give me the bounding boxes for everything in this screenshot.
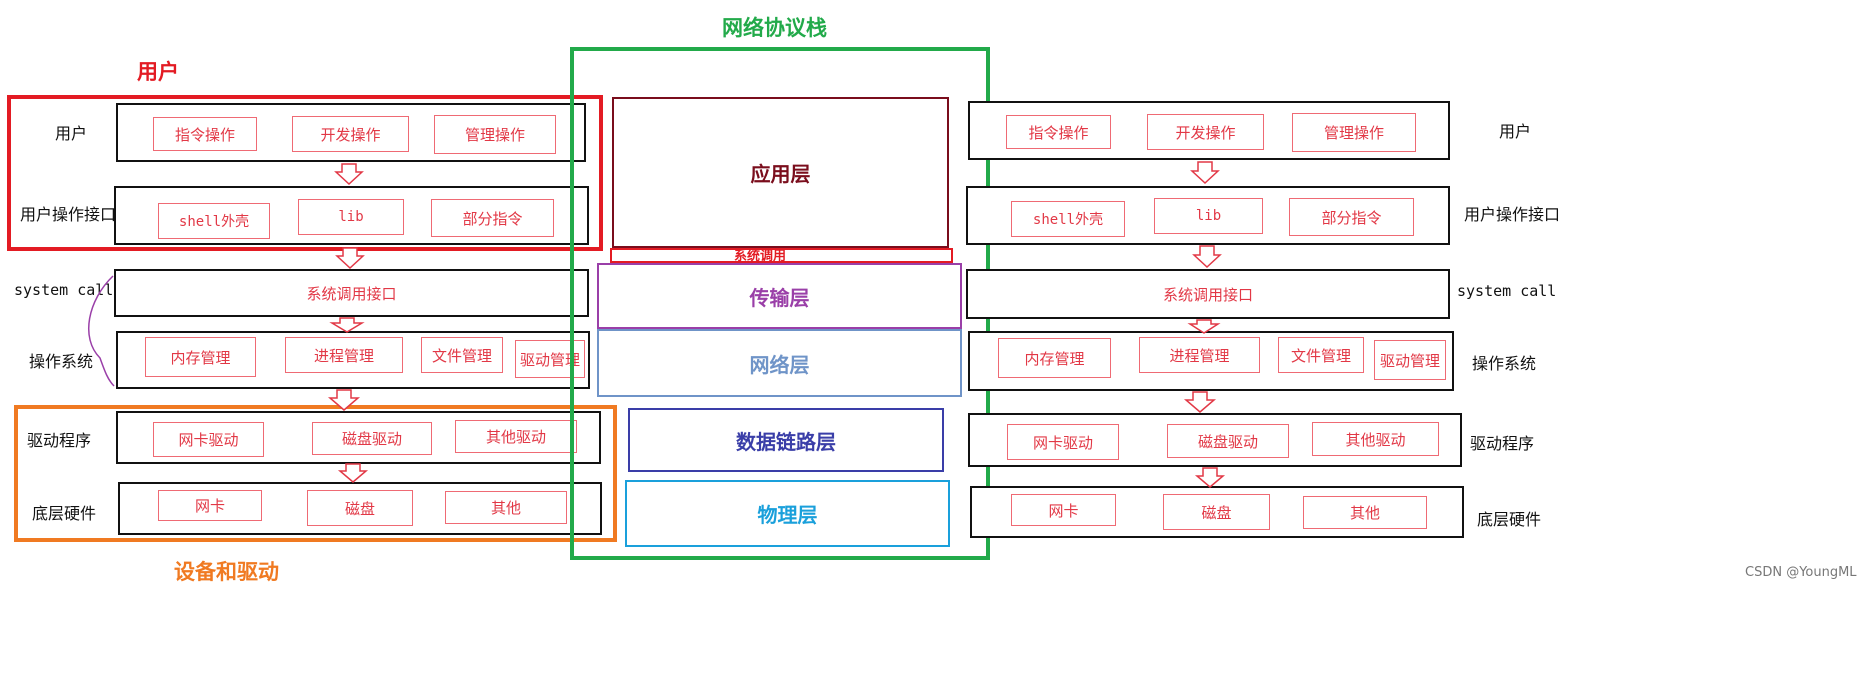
right-pill-shell: shell外壳	[1011, 201, 1125, 237]
right-pill-develop: 开发操作	[1147, 114, 1264, 150]
right-label-driver: 驱动程序	[1470, 434, 1535, 453]
right-pill-command: 指令操作	[1006, 115, 1111, 149]
arrow-down-icon	[1187, 319, 1221, 334]
left-label-driver: 驱动程序	[27, 431, 92, 450]
left-pill-other: 其他	[445, 491, 567, 524]
arrow-down-icon	[334, 163, 364, 186]
stack-syscall-layer	[610, 248, 953, 263]
right-pill-lib: lib	[1154, 198, 1263, 234]
arrow-down-icon	[1194, 467, 1226, 488]
right-pill-partial-cmd: 部分指令	[1289, 198, 1414, 236]
left-os-stack: 用户 用户 指令操作 开发操作 管理操作 用户操作接口 shell外壳 lib …	[0, 0, 620, 694]
right-pill-process: 进程管理	[1139, 337, 1260, 373]
left-pill-manage: 管理操作	[434, 115, 556, 154]
right-pill-manage: 管理操作	[1292, 113, 1416, 152]
right-label-user-interface: 用户操作接口	[1464, 205, 1561, 224]
left-label-hardware: 底层硬件	[32, 504, 97, 523]
left-label-user-interface: 用户操作接口	[20, 205, 117, 224]
left-os-bracket	[88, 275, 115, 387]
left-label-os: 操作系统	[29, 352, 94, 371]
stack-physical-layer: 物理层	[625, 480, 950, 547]
left-pill-shell: shell外壳	[158, 203, 270, 239]
left-syscall-interface: 系统调用接口	[306, 284, 397, 303]
right-syscall-layer	[966, 269, 1450, 319]
watermark: CSDN @YoungMLet	[1745, 565, 1857, 580]
left-pill-partial-cmd: 部分指令	[431, 199, 554, 237]
right-pill-disk: 磁盘	[1163, 494, 1270, 530]
arrow-down-icon	[327, 389, 361, 411]
stack-network-layer: 网络层	[597, 329, 962, 397]
left-down-arrows	[327, 163, 369, 483]
left-pill-disk-driver: 磁盘驱动	[312, 422, 432, 455]
right-syscall-interface: 系统调用接口	[1162, 285, 1253, 304]
user-group-frame	[7, 95, 603, 251]
right-label-system-call: system call	[1457, 282, 1557, 300]
left-pill-disk: 磁盘	[307, 490, 413, 526]
left-pill-nic: 网卡	[158, 490, 262, 521]
arrow-down-icon	[329, 317, 365, 333]
right-label-hardware: 底层硬件	[1477, 510, 1542, 529]
stack-application-layer: 应用层	[612, 97, 949, 248]
right-pill-disk-driver: 磁盘驱动	[1167, 424, 1289, 458]
arrow-down-icon	[1190, 161, 1220, 185]
right-connectors	[1183, 161, 1226, 488]
stack-syscall-label: 系统调用	[733, 248, 786, 264]
left-connectors	[88, 163, 369, 483]
right-pill-other-driver: 其他驱动	[1312, 422, 1439, 456]
arrow-down-icon	[335, 247, 365, 270]
stack-group-label: 网络协议栈	[722, 16, 827, 40]
right-pill-file: 文件管理	[1278, 337, 1364, 373]
right-pill-driver-mgmt: 驱动管理	[1374, 340, 1446, 380]
left-syscall-layer	[114, 269, 589, 317]
network-stack: 网络协议栈 应用层 系统调用 传输层 网络层 数据链路层 物理层	[560, 0, 1000, 694]
left-pill-lib: lib	[298, 199, 404, 235]
stack-transport-layer: 传输层	[597, 263, 962, 329]
right-pill-memory: 内存管理	[998, 338, 1111, 378]
left-label-system-call: system call	[14, 281, 114, 299]
stack-group-frame	[570, 47, 990, 560]
right-label-user: 用户	[1499, 122, 1532, 141]
right-pill-nic-driver: 网卡驱动	[1007, 424, 1119, 460]
right-pill-other: 其他	[1303, 496, 1427, 529]
left-pill-file: 文件管理	[421, 337, 503, 373]
left-pill-process: 进程管理	[285, 337, 403, 373]
left-pill-command: 指令操作	[153, 117, 257, 151]
left-label-user: 用户	[55, 124, 88, 143]
user-group-label: 用户	[137, 60, 179, 84]
device-group-label: 设备和驱动	[174, 560, 279, 584]
arrow-down-icon	[1183, 391, 1217, 413]
stack-datalink-layer: 数据链路层	[628, 408, 944, 472]
left-pill-other-driver: 其他驱动	[455, 420, 577, 453]
device-group-frame	[14, 405, 617, 542]
right-os-stack: 指令操作 开发操作 管理操作 用户 shell外壳 lib 部分指令 用户操作接…	[960, 0, 1857, 694]
left-pill-nic-driver: 网卡驱动	[153, 422, 264, 457]
left-pill-develop: 开发操作	[292, 116, 409, 152]
right-down-arrows	[1183, 161, 1226, 488]
left-pill-memory: 内存管理	[145, 337, 256, 377]
arrow-down-icon	[337, 463, 369, 483]
arrow-down-icon	[1192, 245, 1222, 269]
right-label-os: 操作系统	[1472, 354, 1537, 373]
right-pill-nic: 网卡	[1011, 494, 1116, 526]
